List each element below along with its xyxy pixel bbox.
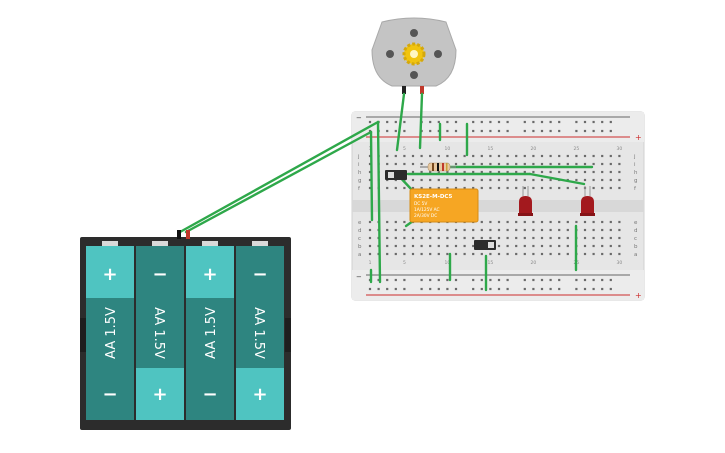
led-1 [518,186,533,216]
relay-body [409,188,479,223]
row-letter: h [358,170,362,176]
row-letter: j [633,154,636,160]
motor-lead-red [420,86,424,94]
column-number: 5 [403,260,406,266]
row-letter: a [358,252,361,258]
relay-line3: 2A/30V DC [414,213,437,219]
battery-cell-4: − + AA 1.5V [236,241,284,420]
wire-motor-black [395,92,406,152]
relay-model: KS2E-M-DC5 [414,194,452,200]
battery-pack: + − AA 1.5V − + AA 1.5V + − AA 1.5V − + AA 1.5V [80,230,291,430]
row-letter: a [634,252,637,258]
breadboard-holes [368,120,621,291]
column-number: 15 [488,260,494,266]
relay: KS2E-M-DC5 DC 5V 1A/125V AC 2A/30V DC [409,188,479,223]
row-letter: c [634,236,637,242]
switch-slider [388,172,394,178]
led-red-2-body [581,196,594,214]
cell-label: AA 1.5V [104,307,119,359]
cell-top-sign: − [252,264,267,285]
rail-plus-label-bottom: + [635,291,642,300]
motor-screw-left [386,50,394,58]
resistor [420,162,456,172]
motor-screw-right [434,50,442,58]
motor-screw-bottom [410,71,418,79]
rail-minus-label-bottom: − [356,273,362,281]
cell-label: AA 1.5V [251,307,266,359]
cell-top-sign: + [102,264,117,285]
wire-motor-red [418,92,424,150]
cell-bottom-sign: + [152,384,167,405]
wires [178,92,594,292]
row-letter: i [634,162,636,168]
wire-battery-2 [184,130,373,234]
row-letter: d [634,228,638,234]
battery-cell-3: + − AA 1.5V [186,241,234,420]
battery-cell-1: + − AA 1.5V [86,241,134,420]
led-red-1-body [519,196,532,214]
dc-motor [371,17,457,94]
cell-top-sign: − [152,264,167,285]
rail-plus-label: + [635,133,642,142]
wire-battery-1 [178,120,380,234]
cell-label: AA 1.5V [151,307,166,359]
switch-slider-lower [488,242,494,248]
column-number: 15 [488,146,494,152]
relay-line1: DC 5V [414,201,427,207]
row-letter: c [358,236,361,242]
row-letter: h [634,170,638,176]
motor-lead-black [402,86,406,94]
row-letter: d [358,228,362,234]
switch-lower [474,240,496,250]
row-letter: e [634,220,638,226]
battery-lead-black [177,230,181,239]
rail-minus-label: − [356,114,362,122]
cell-bottom-sign: − [102,384,117,405]
column-number: 10 [445,146,451,152]
wire-left-rail-vertical [376,120,382,284]
switch-upper [385,170,407,180]
row-letter: e [358,220,362,226]
cell-top-sign: + [202,264,217,285]
motor-screw-top [410,29,418,37]
led-2 [580,186,595,216]
column-number: 10 [445,260,451,266]
center-channel [352,200,644,212]
battery-lead-red [186,230,190,239]
row-letter: j [357,154,360,160]
column-number: 1 [369,260,372,266]
row-letter: f [634,186,637,192]
wire-horizontal-slant [528,172,586,186]
row-letter: f [358,186,361,192]
gear-icon [402,42,426,66]
relay-line2: 1A/125V AC [414,207,440,213]
battery-cells: + − AA 1.5V − + AA 1.5V + − AA 1.5V − + AA 1.5V [86,241,284,420]
row-letter: g [634,178,638,184]
row-letter: b [358,244,362,250]
cell-bottom-sign: − [202,384,217,405]
row-letter: i [358,162,360,168]
column-number: 25 [574,146,580,152]
row-letter: b [634,244,638,250]
cell-label: AA 1.5V [204,307,219,359]
column-number: 20 [531,260,537,266]
column-number: 20 [531,146,537,152]
row-letter: g [358,178,362,184]
wire-left-short-vertical [369,130,374,222]
cell-bottom-sign: + [252,384,267,405]
column-number: 30 [617,260,623,266]
column-number: 5 [403,146,406,152]
battery-cell-2: − + AA 1.5V [136,241,184,420]
column-number: 30 [617,146,623,152]
